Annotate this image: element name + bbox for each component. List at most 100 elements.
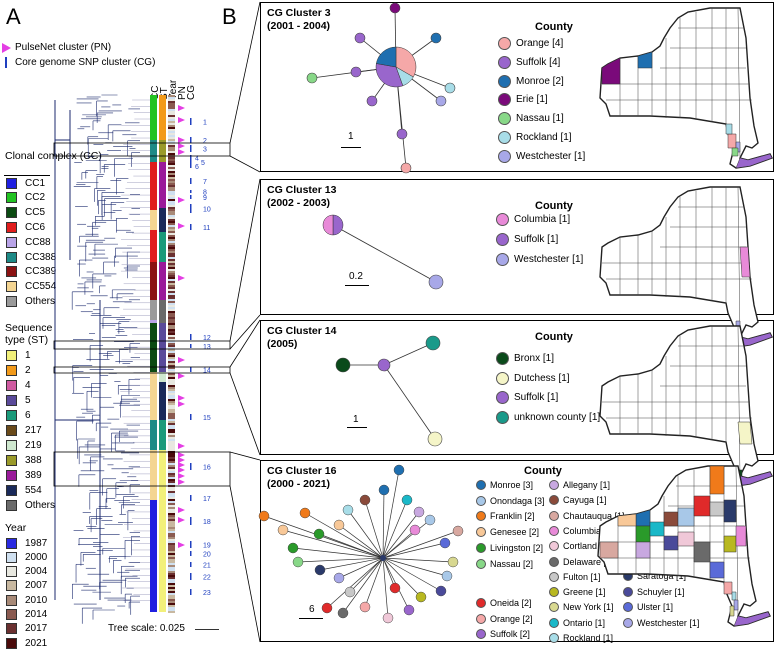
network-node — [333, 519, 345, 531]
county-dot-icon — [476, 613, 486, 624]
ny-map-cluster-16 — [597, 465, 771, 627]
county-label: Westchester [1] — [514, 254, 584, 265]
st-swatch — [6, 454, 17, 466]
highlighted-county — [727, 133, 737, 149]
year-strip-stripe — [168, 191, 175, 193]
highlighted-county — [693, 495, 711, 517]
cc-swatch — [6, 236, 17, 248]
cg-legend: Core genome SNP cluster (CG) — [2, 57, 155, 68]
year-strip-stripe — [168, 169, 175, 171]
year-strip-stripe — [168, 125, 175, 127]
cg-bar — [190, 414, 192, 420]
year-strip-stripe — [168, 111, 175, 113]
st-strip-segment — [159, 95, 166, 140]
network-node — [389, 2, 401, 14]
year-legend-item: 2007 — [6, 579, 47, 593]
year-strip-stripe — [168, 247, 175, 249]
county-dot-icon — [476, 598, 486, 608]
year-strip-stripe — [168, 595, 175, 597]
cg-bar — [190, 334, 192, 340]
year-strip-stripe — [168, 189, 175, 191]
year-strip-stripe — [168, 415, 175, 417]
cc-legend-item: CC6 — [6, 220, 45, 234]
year-strip-stripe — [168, 241, 175, 243]
cg-number-label: 22 — [203, 575, 211, 582]
network-node — [444, 82, 456, 94]
cc-strip-segment — [150, 140, 157, 162]
network-node — [350, 66, 362, 78]
year-strip-stripe — [168, 179, 175, 181]
zoom-connector-line — [229, 451, 261, 461]
year-legend-item: 1987 — [6, 536, 47, 550]
county-label: Monroe [3] — [490, 480, 534, 490]
year-strip-stripe — [168, 343, 175, 345]
pn-triangle-icon — [178, 452, 185, 458]
county-dot-icon — [476, 629, 486, 639]
highlighted-county — [709, 501, 725, 517]
network-edge — [382, 542, 446, 559]
cg-bar — [190, 160, 192, 164]
cg-bar — [190, 573, 192, 580]
network-node — [447, 556, 459, 568]
cc-legend-item: CC554 — [6, 280, 56, 294]
year-strip-stripe — [168, 497, 175, 499]
cluster-3-title: CG Cluster 3(2001 - 2004) — [267, 7, 331, 32]
year-strip-stripe — [168, 233, 175, 235]
year-strip-stripe — [168, 203, 175, 205]
year-legend-label: 2017 — [25, 623, 48, 635]
network-edge — [349, 557, 384, 593]
cg-number-label: 13 — [203, 344, 211, 351]
st-strip-segment — [159, 420, 166, 450]
year-strip-stripe — [168, 219, 175, 221]
county-dot-icon — [496, 410, 509, 424]
network-node — [425, 335, 441, 351]
network-edge — [342, 557, 384, 614]
cc-strip-segment — [150, 323, 157, 372]
st-swatch — [6, 394, 17, 406]
zoom-connector-line — [229, 314, 261, 350]
network-node — [337, 607, 349, 619]
year-strip-stripe — [168, 553, 175, 555]
st-strip-segment — [159, 450, 166, 500]
network-pie-slice — [395, 46, 417, 78]
st-legend-item: 1 — [6, 348, 31, 362]
year-strip-stripe — [168, 141, 175, 143]
year-strip-stripe — [168, 437, 175, 439]
year-strip-stripe — [168, 127, 175, 129]
year-strip-stripe — [168, 195, 175, 197]
county-dot-icon — [498, 112, 511, 126]
year-strip-stripe — [168, 283, 175, 285]
network-node — [354, 32, 366, 44]
county-label: Bronx [1] — [514, 353, 555, 364]
year-strip-stripe — [168, 385, 175, 387]
st-strip-segment — [159, 382, 166, 420]
st-swatch — [6, 469, 17, 481]
network-edge — [382, 489, 385, 559]
year-strip-stripe — [168, 303, 175, 305]
county-legend-item: Columbia [1] — [496, 213, 570, 226]
year-strip-stripe — [168, 249, 175, 251]
year-legend-label: 2004 — [25, 566, 48, 578]
county-legend-item: Suffolk [1] — [496, 233, 558, 246]
year-strip-stripe — [168, 147, 175, 149]
year-strip-stripe — [168, 483, 175, 485]
network-node — [287, 542, 299, 554]
st-legend-label: 219 — [25, 439, 42, 451]
county-label: Livingston [2] — [490, 542, 544, 553]
network-edge — [347, 509, 384, 559]
network-node — [306, 72, 318, 84]
pn-triangle-icon — [178, 479, 185, 485]
network-node — [258, 510, 270, 522]
st-strip-segment — [159, 372, 166, 382]
st-swatch — [6, 364, 17, 376]
year-strip-stripe — [168, 495, 175, 497]
ny-state-outline — [599, 7, 773, 169]
year-strip-stripe — [168, 479, 175, 481]
county-label: New York [1] — [563, 602, 614, 613]
ny-state-outline — [599, 325, 773, 487]
county-legend-item: Westchester [1] — [623, 617, 699, 628]
cluster-13-title: CG Cluster 13(2002 - 2003) — [267, 184, 337, 209]
year-strip-stripe — [168, 201, 175, 203]
year-strip-stripe — [168, 221, 175, 223]
year-strip-stripe — [168, 585, 175, 587]
